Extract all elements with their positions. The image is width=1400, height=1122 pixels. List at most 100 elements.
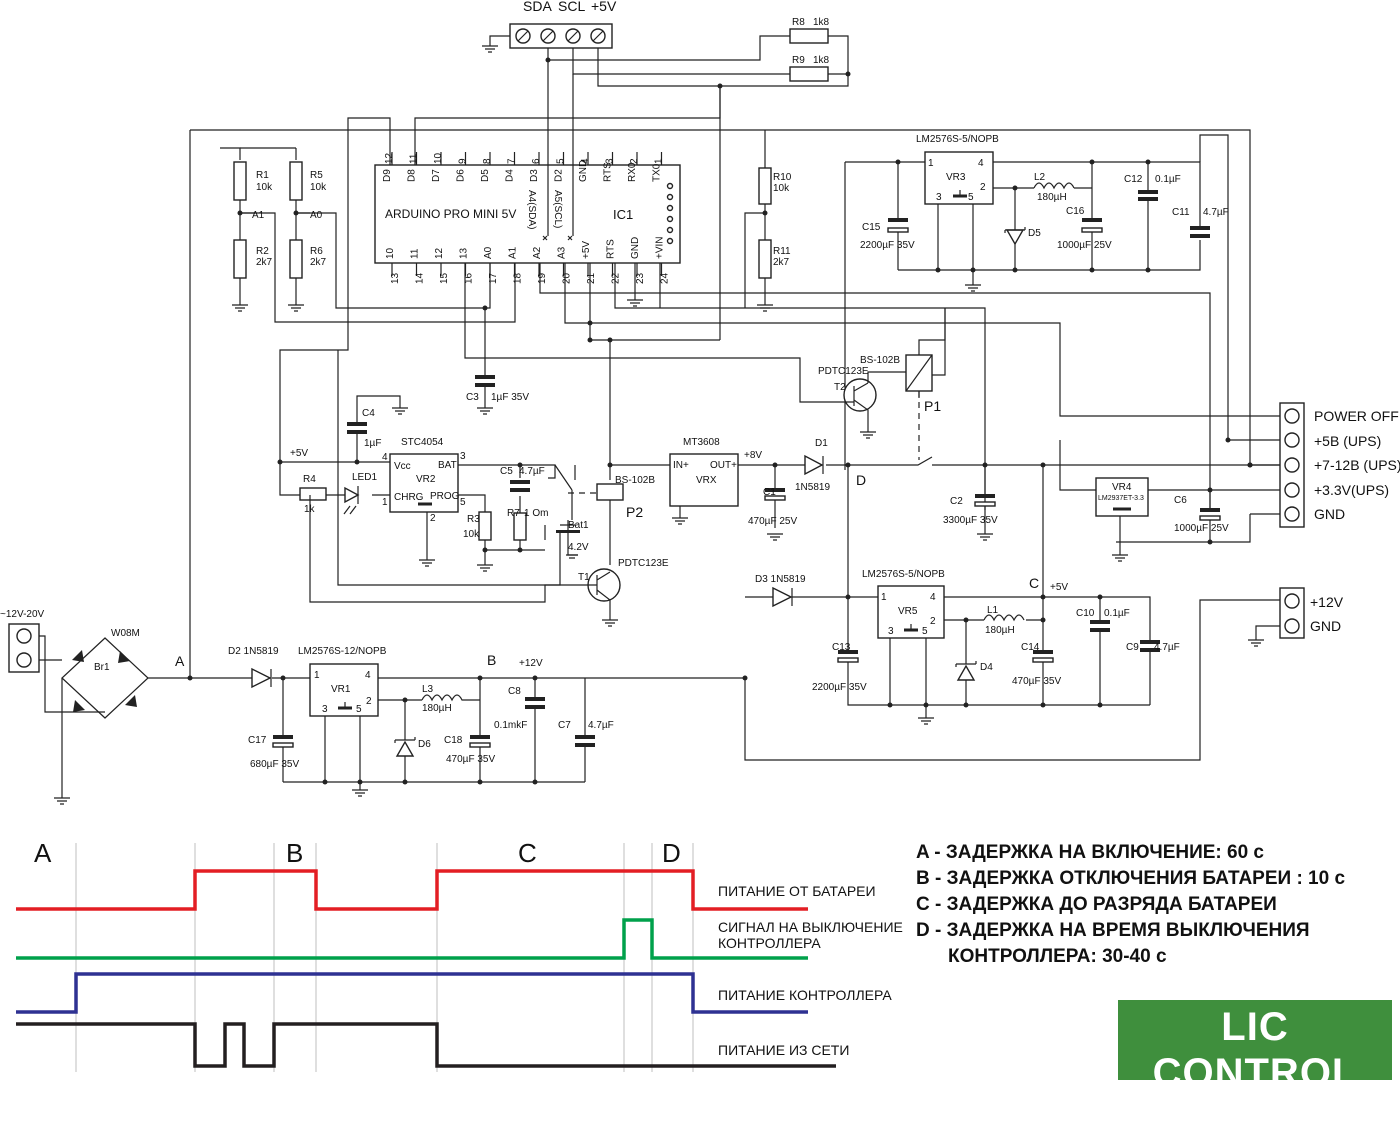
svg-text:BS-102B: BS-102B <box>860 355 900 366</box>
diode-d1: D1 1N5819 <box>795 438 830 493</box>
regulator-vr4: VR4 LM2937ET-3.3 <box>1095 477 1149 517</box>
capacitor-c17: C17 680µF 35V <box>248 735 299 770</box>
svg-text:1µF 35V: 1µF 35V <box>491 392 529 403</box>
capacitor-c4: C4 1µF <box>347 405 381 449</box>
svg-text:4: 4 <box>382 452 388 463</box>
ic1-bottom-pin-number: 14 <box>415 272 426 284</box>
timing-diagram: A B C D ПИТАНИЕ ОТ БАТАРЕИ СИГНАЛ НА ВЫК… <box>16 838 903 1072</box>
svg-text:A5(SCL): A5(SCL) <box>552 190 563 228</box>
capacitor-c3: C3 1µF 35V <box>466 370 529 415</box>
svg-text:1k8: 1k8 <box>813 55 830 66</box>
svg-text:0.1µF: 0.1µF <box>1155 174 1181 185</box>
svg-text:L2: L2 <box>1034 172 1046 183</box>
svg-text:ARDUINO PRO MINI 5V: ARDUINO PRO MINI 5V <box>385 207 516 221</box>
logo-brand: LIC CONTROL <box>1152 1005 1358 1095</box>
svg-text:1000µF 25V: 1000µF 25V <box>1057 240 1112 251</box>
svg-text:2200µF 35V: 2200µF 35V <box>812 682 867 693</box>
svg-text:4: 4 <box>930 592 936 603</box>
signal-battery-trace <box>16 869 808 911</box>
ic1-top-pin-number: 5 <box>556 158 567 164</box>
svg-text:180µH: 180µH <box>1037 192 1067 203</box>
svg-text:P1: P1 <box>924 398 941 414</box>
svg-text:R10: R10 <box>773 172 792 183</box>
svg-text:C14: C14 <box>1021 642 1040 653</box>
ic1-top-pin-number: 11 <box>409 153 420 164</box>
ic1-top-pin-name: D8 <box>407 169 418 182</box>
svg-text:LM2937ET-3.3: LM2937ET-3.3 <box>1098 495 1144 502</box>
diode-d3: D3 1N5819 <box>755 574 806 608</box>
svg-text:4.7µF: 4.7µF <box>1154 642 1180 653</box>
svg-text:R4: R4 <box>303 474 316 485</box>
svg-text:C5: C5 <box>500 466 513 477</box>
diode-d5: D5 <box>1004 227 1041 246</box>
node-5v-c: +5V <box>1050 582 1068 593</box>
svg-text:3: 3 <box>888 626 894 637</box>
svg-text:Br1: Br1 <box>94 662 110 673</box>
svg-text:R3: R3 <box>467 514 480 525</box>
out-5v: +5B (UPS) <box>1314 433 1381 449</box>
svg-text:PROG: PROG <box>430 491 460 502</box>
svg-text:2k7: 2k7 <box>310 257 327 268</box>
svg-text:4.7µF: 4.7µF <box>588 720 614 731</box>
ic1-bottom-pin-name: A3 <box>557 246 568 259</box>
ic1-bottom-pin-number: 18 <box>513 272 524 284</box>
resistor-r9: R9 1k8 <box>789 55 830 82</box>
svg-text:T2: T2 <box>834 382 846 393</box>
inductor-l1: L1 180µH <box>983 605 1025 636</box>
svg-text:4.7µF: 4.7µF <box>1203 207 1229 218</box>
svg-text:C3: C3 <box>466 392 479 403</box>
out-power-off: POWER OFF <box>1314 408 1399 424</box>
schematic-canvas: SDA SCL +5V R8 1k8 R9 1k8 ARDUINO PRO MI… <box>0 0 1400 1072</box>
svg-text:R5: R5 <box>310 170 323 181</box>
node-a0: A0 <box>310 210 323 221</box>
logo-url[interactable]: http://liccontrol.com <box>1160 1096 1350 1121</box>
capacitor-c9: C9 4.7µF <box>1126 640 1180 653</box>
signal-mains-label: ПИТАНИЕ ИЗ СЕТИ <box>718 1042 849 1058</box>
svg-text:IC1: IC1 <box>613 207 633 222</box>
svg-text:Bat1: Bat1 <box>568 520 589 531</box>
ic1-top-pin-number: 2 <box>629 158 640 164</box>
svg-text:D2 1N5819: D2 1N5819 <box>228 646 279 657</box>
svg-text:10k: 10k <box>773 183 790 194</box>
ic1-top-pin-number: 7 <box>507 158 518 164</box>
timing-label-c: C <box>518 838 537 868</box>
svg-text:W08M: W08M <box>111 628 140 639</box>
svg-text:C7: C7 <box>558 720 571 731</box>
svg-text:LM2576S-12/NOPB: LM2576S-12/NOPB <box>298 646 387 657</box>
svg-text:10k: 10k <box>463 529 480 540</box>
svg-text:L3: L3 <box>422 684 434 695</box>
resistor-r8: R8 1k8 <box>789 17 830 44</box>
svg-text:1N5819: 1N5819 <box>795 482 830 493</box>
svg-text:MT3608: MT3608 <box>683 437 720 448</box>
svg-text:D5: D5 <box>1028 228 1041 239</box>
svg-text:470µF 35V: 470µF 35V <box>1012 676 1061 687</box>
signal-shutdown-label-1: СИГНАЛ НА ВЫКЛЮЧЕНИЕ <box>718 919 903 935</box>
svg-text:CHRG: CHRG <box>394 492 424 503</box>
svg-text:1000µF 25V: 1000µF 25V <box>1174 523 1229 534</box>
svg-text:C16: C16 <box>1066 206 1085 217</box>
legend-b: B - ЗАДЕРЖКА ОТКЛЮЧЕНИЯ БАТАРЕИ : 10 с <box>916 868 1346 889</box>
svg-text:470µF 35V: 470µF 35V <box>446 754 495 765</box>
capacitor-c2: C2 3300µF 35V <box>943 465 998 541</box>
pin-scl-label: SCL <box>558 0 585 14</box>
ic1-top-pin-name: D5 <box>480 169 491 182</box>
ic1-bottom-pin-name: +VIN <box>655 236 666 259</box>
svg-text:OUT+: OUT+ <box>710 460 737 471</box>
legend-c: C - ЗАДЕРЖКА ДО РАЗРЯДА БАТАРЕИ <box>916 894 1277 915</box>
svg-text:180µH: 180µH <box>422 703 452 714</box>
node-5v-left: +5V <box>290 448 308 459</box>
svg-text:C8: C8 <box>508 686 521 697</box>
inductor-l3: L3 180µH <box>421 684 480 714</box>
svg-text:1: 1 <box>881 592 887 603</box>
svg-text:C11: C11 <box>1172 207 1190 218</box>
svg-text:1: 1 <box>382 497 388 508</box>
capacitor-c8: C8 0.1mkF <box>494 678 545 782</box>
ic1-top-pin-name: GND <box>578 160 589 182</box>
svg-text:PDTC123E: PDTC123E <box>818 366 869 377</box>
ic1-top-pin-name: RX0 <box>627 162 638 182</box>
ic1-bottom-pin-number: 19 <box>537 272 548 284</box>
svg-text:VR2: VR2 <box>416 474 436 485</box>
